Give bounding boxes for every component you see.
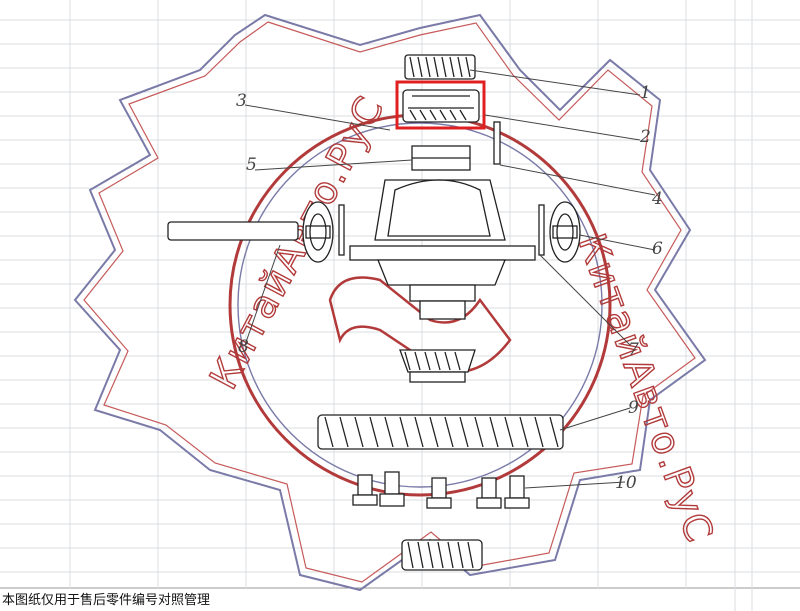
highlight-box: [395, 80, 486, 130]
watermark-text-left: КитайАвто.РуС: [201, 88, 393, 396]
parts-drawing: [167, 54, 581, 571]
callout-3: 3: [236, 91, 247, 111]
part-differential-housing: [349, 179, 536, 320]
part-collar: [411, 145, 471, 171]
part-side-gear-right: [549, 201, 581, 263]
callout-5: 5: [246, 155, 257, 175]
callout-labels: 1 2 3 4 5 6 7 8 9 10: [236, 83, 663, 493]
part-top-bearing: [404, 54, 476, 80]
part-bottom-bearing: [401, 539, 483, 571]
leader-lines: [244, 69, 656, 489]
callout-4: 4: [651, 189, 663, 209]
callout-7: 7: [628, 340, 639, 360]
callout-1: 1: [640, 83, 651, 103]
callout-2: 2: [639, 127, 651, 147]
part-long-shaft: [167, 221, 299, 241]
part-pin: [493, 121, 501, 165]
part-bevel-gear: [402, 89, 480, 123]
part-side-gear-left: [302, 201, 334, 263]
part-ring-gear: [317, 414, 564, 450]
callout-10: 10: [615, 473, 637, 493]
watermark-text-right: КитайАвто.РуС: [570, 228, 723, 549]
callout-9: 9: [628, 398, 639, 418]
part-washer-right: [538, 204, 545, 256]
callout-8: 8: [238, 337, 249, 357]
part-lower-pinion: [399, 349, 476, 383]
part-bolts: [352, 471, 530, 509]
callout-6: 6: [652, 239, 663, 259]
part-washer-left: [338, 204, 345, 256]
footer-caption: 本图纸仅用于售后零件编号对照管理: [2, 593, 211, 608]
